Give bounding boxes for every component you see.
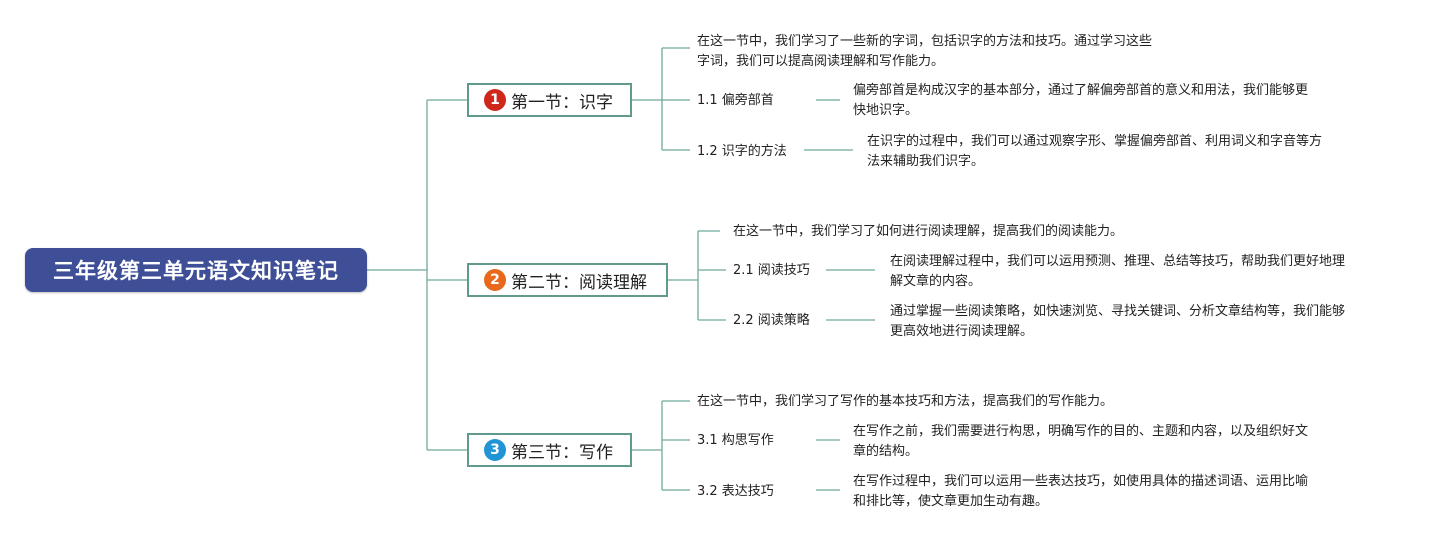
detail-line: 在写作过程中，我们可以运用一些表达技巧，如使用具体的描述词语、运用比喻 bbox=[853, 474, 1309, 489]
subtopic-2-2-detail: 通过掌握一些阅读策略，如快速浏览、寻找关键词、分析文章结构等，我们能够 更高效地… bbox=[890, 302, 1345, 342]
section-2-intro: 在这一节中，我们学习了如何进行阅读理解，提高我们的阅读能力。 bbox=[733, 222, 1123, 242]
detail-line: 在识字的过程中，我们可以通过观察字形、掌握偏旁部首、利用词义和字音等方 bbox=[867, 134, 1323, 149]
subtopic-2-1-label[interactable]: 2.1 阅读技巧 bbox=[733, 263, 810, 278]
section-2-intro-line: 在这一节中，我们学习了如何进行阅读理解，提高我们的阅读能力。 bbox=[733, 224, 1124, 239]
section-1-node[interactable]: 1 第一节：识字 bbox=[467, 83, 632, 117]
subtopic-3-2-label[interactable]: 3.2 表达技巧 bbox=[697, 484, 774, 499]
detail-line: 在阅读理解过程中，我们可以运用预测、推理、总结等技巧，帮助我们更好地理 bbox=[890, 254, 1346, 269]
subtopic-1-1-detail: 偏旁部首是构成汉字的基本部分，通过了解偏旁部首的意义和用法，我们能够更 快地识字… bbox=[853, 81, 1308, 121]
number-badge-2: 2 bbox=[484, 269, 506, 291]
section-3-intro: 在这一节中，我们学习了写作的基本技巧和方法，提高我们的写作能力。 bbox=[697, 392, 1113, 412]
detail-line: 法来辅助我们识字。 bbox=[867, 154, 985, 169]
detail-line: 通过掌握一些阅读策略，如快速浏览、寻找关键词、分析文章结构等，我们能够 bbox=[890, 304, 1346, 319]
detail-line: 解文章的内容。 bbox=[890, 274, 982, 289]
section-1-intro: 在这一节中，我们学习了一些新的字词，包括识字的方法和技巧。通过学习这些 字词，我… bbox=[697, 32, 1152, 72]
root-title: 三年级第三单元语文知识笔记 bbox=[53, 259, 339, 283]
detail-line: 更高效地进行阅读理解。 bbox=[890, 324, 1034, 339]
number-badge-3: 3 bbox=[484, 439, 506, 461]
section-2-node[interactable]: 2 第二节：阅读理解 bbox=[467, 263, 668, 297]
subtopic-1-2-label[interactable]: 1.2 识字的方法 bbox=[697, 144, 787, 159]
detail-line: 和排比等，使文章更加生动有趣。 bbox=[853, 494, 1049, 509]
subtopic-2-2-label[interactable]: 2.2 阅读策略 bbox=[733, 313, 810, 328]
subtopic-1-1-label[interactable]: 1.1 偏旁部首 bbox=[697, 93, 774, 108]
subtopic-3-2-detail: 在写作过程中，我们可以运用一些表达技巧，如使用具体的描述词语、运用比喻 和排比等… bbox=[853, 472, 1308, 512]
subtopic-3-1-label[interactable]: 3.1 构思写作 bbox=[697, 433, 774, 448]
section-2-title: 第二节：阅读理解 bbox=[511, 272, 647, 293]
section-1-intro-line: 字词，我们可以提高阅读理解和写作能力。 bbox=[697, 54, 945, 69]
root-topic[interactable]: 三年级第三单元语文知识笔记 bbox=[25, 248, 367, 292]
section-3-intro-line: 在这一节中，我们学习了写作的基本技巧和方法，提高我们的写作能力。 bbox=[697, 394, 1114, 409]
subtopic-3-1-detail: 在写作之前，我们需要进行构思，明确写作的目的、主题和内容，以及组织好文 章的结构… bbox=[853, 422, 1308, 462]
section-1-intro-line: 在这一节中，我们学习了一些新的字词，包括识字的方法和技巧。通过学习这些 bbox=[697, 34, 1153, 49]
section-1-title: 第一节：识字 bbox=[511, 92, 613, 113]
number-badge-1: 1 bbox=[484, 89, 506, 111]
detail-line: 在写作之前，我们需要进行构思，明确写作的目的、主题和内容，以及组织好文 bbox=[853, 424, 1309, 439]
subtopic-1-2-detail: 在识字的过程中，我们可以通过观察字形、掌握偏旁部首、利用词义和字音等方 法来辅助… bbox=[867, 132, 1322, 172]
section-3-node[interactable]: 3 第三节：写作 bbox=[467, 433, 632, 467]
detail-line: 快地识字。 bbox=[853, 103, 919, 118]
detail-line: 章的结构。 bbox=[853, 444, 919, 459]
subtopic-2-1-detail: 在阅读理解过程中，我们可以运用预测、推理、总结等技巧，帮助我们更好地理 解文章的… bbox=[890, 252, 1345, 292]
section-3-title: 第三节：写作 bbox=[511, 442, 613, 463]
detail-line: 偏旁部首是构成汉字的基本部分，通过了解偏旁部首的意义和用法，我们能够更 bbox=[853, 83, 1309, 98]
